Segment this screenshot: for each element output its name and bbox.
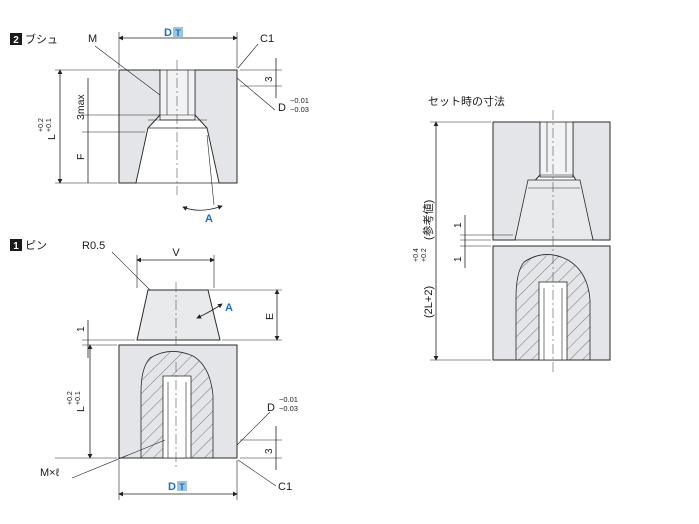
- bushing-m-label: M: [88, 33, 97, 45]
- bushing-bore: [159, 69, 196, 121]
- pin-v-label: V: [172, 247, 180, 259]
- bushing-l-label: L: [46, 134, 58, 140]
- bushing-section: 2 ブシュ D T M C1 3 D −0.01 −0.03: [10, 27, 309, 225]
- assembly-bore: [539, 121, 574, 178]
- pin-e-label: E: [264, 313, 276, 320]
- pin-d-tol-upper: −0.01: [279, 395, 298, 404]
- assembly-pin-head: [514, 179, 594, 241]
- pin-angle-label: A: [225, 302, 233, 314]
- pin-r-label: R0.5: [82, 240, 105, 252]
- pin-mxl-label: M×ℓ: [40, 467, 60, 479]
- pin-head: [136, 289, 221, 341]
- assembly-one-bottom: 1: [453, 256, 464, 262]
- pin-number: 1: [13, 241, 19, 252]
- pin-title: ピン: [25, 239, 47, 252]
- pin-three-label: 3: [264, 448, 275, 454]
- bushing-angle-label: A: [205, 213, 213, 225]
- pin-section: 1 ピン V R0.5 A E 1 L +0.2: [10, 239, 298, 500]
- bushing-l-tol-upper: +0.2: [38, 118, 45, 132]
- assembly-section: セット時の寸法 (2L+2) +0.4 +0.2 (参考値) 1 1: [413, 94, 611, 372]
- pin-thread-hole: [162, 375, 192, 459]
- bushing-d-tol-lower: −0.03: [290, 105, 309, 114]
- bushing-l-tol-lower: +0.1: [46, 118, 53, 132]
- pin-c1-label: C1: [278, 481, 292, 493]
- pin-number-box: [10, 239, 22, 251]
- bushing-t-box: [173, 27, 183, 37]
- bushing-title: ブシュ: [25, 32, 58, 46]
- bushing-number: 2: [13, 35, 19, 46]
- bushing-d-tol-upper: −0.01: [290, 96, 309, 105]
- assembly-one-top: 1: [453, 222, 464, 228]
- bushing-three-label: 3: [264, 76, 275, 82]
- bushing-t-label: T: [175, 28, 181, 38]
- pin-t-box: [177, 481, 187, 491]
- pin-t-label: T: [179, 482, 185, 492]
- pin-d-prefix: D: [267, 402, 275, 414]
- bushing-f-label: F: [75, 154, 87, 160]
- assembly-dim-note: (参考値): [421, 200, 435, 240]
- assembly-dim-tol-upper: +0.4: [413, 248, 420, 262]
- pin-l-label: L: [75, 406, 87, 412]
- bushing-taper-hole: [135, 127, 220, 184]
- bushing-number-box: [10, 33, 22, 45]
- bushing-3max-label: 3max: [75, 94, 87, 120]
- assembly-dim-label: (2L+2): [423, 286, 435, 318]
- bushing-d-prefix: D: [278, 102, 286, 114]
- bushing-c1-label: C1: [260, 33, 274, 45]
- pin-one-label: 1: [76, 326, 87, 332]
- pin-d-tol-lower: −0.03: [279, 404, 298, 413]
- pin-l-tol-upper: +0.2: [67, 391, 74, 405]
- assembly-title: セット時の寸法: [428, 94, 505, 108]
- pin-d-label: D: [168, 481, 176, 493]
- assembly-dim-tol-lower: +0.2: [421, 248, 428, 262]
- bushing-d-label: D: [164, 27, 172, 39]
- pin-l-tol-lower: +0.1: [75, 391, 82, 405]
